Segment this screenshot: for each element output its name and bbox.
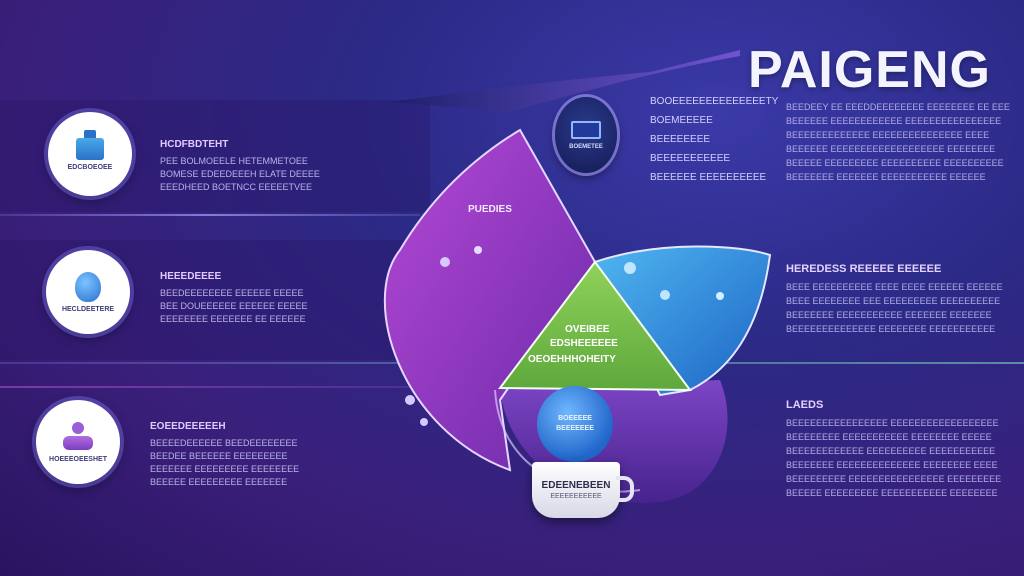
left-text-block-1: HCDFBDTEHT PEE BOLMOEELE HETEMMETOEE BOM… — [160, 138, 320, 194]
block-line: BEEDEE BEEEEEE EEEEEEEEE — [150, 451, 288, 461]
glow-dot — [420, 418, 428, 426]
page-title: PAIGENG — [748, 41, 991, 99]
block-line: BOMESE EDEEDEEEH ELATE DEEEE — [160, 169, 320, 179]
right-text-block-1: BEEDEEY EE EEEDDEEEEEEEE EEEEEEEE EE EEE… — [786, 100, 1010, 184]
circle-label: HOEEEOEESHET — [49, 455, 107, 463]
block-heading: HEEEDEEEE — [160, 271, 222, 282]
block-line: BEEEEEEEEE EEEEEEEEEEEEEEEE EEEEEEEEE — [786, 474, 1002, 484]
drop-label: BOEEEEE — [558, 415, 592, 422]
block-line: BEEEEEEEEEEEEE EEEEEEEEEEEEEEE EEEE — [786, 130, 990, 140]
green-segment — [498, 260, 693, 392]
block-line: BEEEEE EEEEEEEEE EEEEEEE — [150, 477, 288, 487]
block-line: BEEEEDEEEEEE BEEDEEEEEEEE — [150, 438, 298, 448]
divider-line — [0, 386, 470, 388]
circle-label: HECLDEETERE — [61, 305, 115, 313]
annotation-line: BOOEEEEEEEEEEEEEETY — [650, 96, 779, 107]
person-icon — [61, 421, 95, 452]
right-text-block-3: LAEDS BEEEEEEEEEEEEEEEE EEEEEEEEEEEEEEEE… — [786, 398, 1001, 500]
circle-item-1: EDCBOEOEE — [48, 112, 132, 196]
glow-dot — [405, 395, 415, 405]
block-line: BEEEEEEE EEEEEEE EEEEEEEEEEE EEEEEE — [786, 172, 986, 182]
blade-shape — [390, 50, 740, 112]
divider-line — [0, 214, 420, 216]
green-segment-label-1: OVEIBEE — [565, 324, 610, 335]
annotation-line: BEEEEEEEEEEE — [650, 153, 731, 164]
block-heading: LAEDS — [786, 399, 824, 411]
cup-sublabel: EEEEEEEEEEE — [550, 493, 602, 500]
block-line: BEEEEEEEEEEEEEE EEEEEEEE EEEEEEEEEEE — [786, 324, 996, 334]
block-line: BEEEEE EEEEEEEEE EEEEEEEEEE EEEEEEEEEE — [786, 158, 1004, 168]
block-heading: EOEEDEEEEEH — [150, 421, 226, 432]
block-line: BEEEEEEEEEEEE EEEEEEEEEE EEEEEEEEEEE — [786, 446, 996, 456]
block-line: PEE BOLMOEELE HETEMMETOEE — [160, 156, 308, 166]
drop-label: BEEEEEEE — [556, 425, 594, 432]
block-heading: HEREDESS REEEEE EEEEEE — [786, 263, 942, 275]
jar-icon — [75, 271, 101, 302]
block-line: EEEDHEED BOETNCC EEEEETVEE — [160, 182, 313, 192]
drop-shape: BOEEEEE BEEEEEEE — [537, 386, 613, 462]
right-text-block-2: HEREDESS REEEEE EEEEEE BEEE EEEEEEEEEE E… — [786, 262, 1003, 336]
circle-label: EDCBOEOEE — [67, 163, 113, 171]
block-line: BEEEEEEE EEEEEEEEEEE EEEEEEE EEEEEEE — [786, 310, 992, 320]
block-line: BEEEEEE EEEEEEEEEEEE EEEEEEEEEEEEEEEE — [786, 116, 1002, 126]
block-line: BEEEEEEEEEEEEEEEE EEEEEEEEEEEEEEEEEE — [786, 418, 999, 428]
circle-item-3: HOEEEOEESHET — [36, 400, 120, 484]
block-line: BEEE EEEEEEEEEE EEEE EEEE EEEEEE EEEEEE — [786, 282, 1003, 292]
left-text-block-3: EOEEDEEEEEH BEEEEDEEEEEE BEEDEEEEEEEE BE… — [150, 420, 299, 489]
block-line: BEE DOUEEEEEE EEEEEE EEEEE — [160, 301, 308, 311]
glow-dot — [474, 246, 482, 254]
block-line: BEEEEEEE EEEEEEEEEEEEEE EEEEEEEE EEEE — [786, 460, 998, 470]
glow-dot — [716, 292, 724, 300]
block-line: BEEDEEY EE EEEDDEEEEEEEE EEEEEEEE EE EEE — [786, 102, 1010, 112]
block-line: EEEEEEE EEEEEEEEE EEEEEEEE — [150, 464, 300, 474]
blue-segment — [593, 245, 772, 397]
green-segment-label-3: OEOEHHHOHEITY — [528, 354, 616, 365]
block-line: BEEEEE EEEEEEEEE EEEEEEEEEEE EEEEEEEE — [786, 488, 998, 498]
block-line: BEEDEEEEEEEE EEEEEE EEEEE — [160, 288, 304, 298]
purple-segment — [383, 128, 597, 472]
block-line: BEEEEEEEE EEEEEEEEEEE EEEEEEEE EEEEE — [786, 432, 992, 442]
circle-item-2: HECLDEETERE — [46, 250, 130, 334]
block-line: BEEE EEEEEEEE EEE EEEEEEEEE EEEEEEEEEE — [786, 296, 1001, 306]
left-text-block-2: HEEEDEEEE BEEDEEEEEEEE EEEEEE EEEEE BEE … — [160, 270, 308, 326]
glow-dot — [660, 290, 670, 300]
glow-dot — [440, 257, 450, 267]
block-line: BEEEEEE EEEEEEEEEEEEEEEEEEE EEEEEEEE — [786, 144, 996, 154]
green-segment-label-2: EDSHEEEEEE — [550, 338, 618, 349]
cup-label: EDEENEBEEN — [541, 480, 611, 491]
block-heading: HCDFBDTEHT — [160, 139, 229, 150]
cup-shape: EDEENEBEEN EEEEEEEEEEE — [532, 462, 634, 518]
annotation-line: BEEEEEE EEEEEEEEEE — [650, 172, 767, 183]
purple-segment-label: PUEDIES — [468, 204, 512, 215]
box-icon — [76, 129, 104, 160]
block-line: EEEEEEEE EEEEEEE EE EEEEEE — [160, 314, 306, 324]
tag-badge: BOEMETEE — [555, 97, 617, 173]
glow-dot — [624, 262, 636, 274]
annotation-line: BEEEEEEEE — [650, 134, 711, 145]
tag-label: BOEMETEE — [569, 143, 603, 150]
annotation-line: BOEMEEEEE — [650, 115, 713, 126]
monitor-icon — [571, 120, 601, 139]
annotation-list: BOOEEEEEEEEEEEEEETY BOEMEEEEE BEEEEEEEE … — [650, 92, 778, 187]
